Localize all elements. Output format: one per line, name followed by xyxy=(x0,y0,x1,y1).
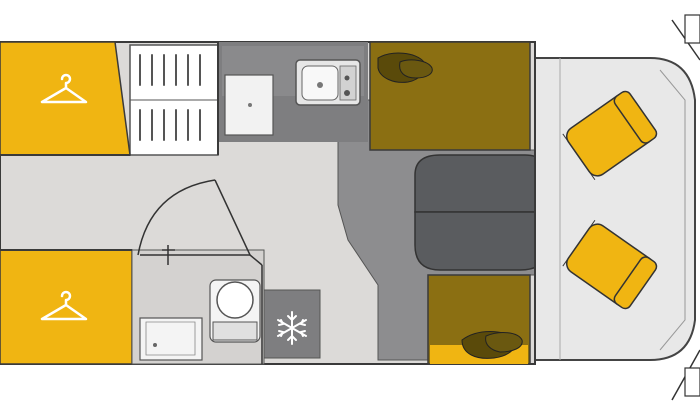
bathroom xyxy=(131,249,265,365)
dinette-table xyxy=(414,154,549,271)
sink-icon xyxy=(295,59,361,106)
fridge xyxy=(263,289,321,359)
shelving xyxy=(129,44,219,156)
cushion-bottom xyxy=(461,331,523,359)
wardrobe-rear-top xyxy=(0,41,131,156)
toilet xyxy=(209,279,261,343)
walls xyxy=(0,42,536,364)
hanger-icon xyxy=(40,73,88,104)
wardrobe-rear-bottom xyxy=(0,249,133,365)
hob-panel xyxy=(224,74,274,136)
cab-seat-right xyxy=(562,219,658,310)
hanger-icon xyxy=(40,290,88,321)
snowflake-icon xyxy=(277,311,307,345)
cushion-top xyxy=(377,52,433,83)
dinette-bench-bottom xyxy=(427,274,531,365)
cab xyxy=(534,14,700,401)
shower-icon xyxy=(139,317,203,361)
cab-seat-left xyxy=(562,90,658,181)
dinette-bench-top xyxy=(369,41,531,151)
shower-door xyxy=(137,179,263,364)
